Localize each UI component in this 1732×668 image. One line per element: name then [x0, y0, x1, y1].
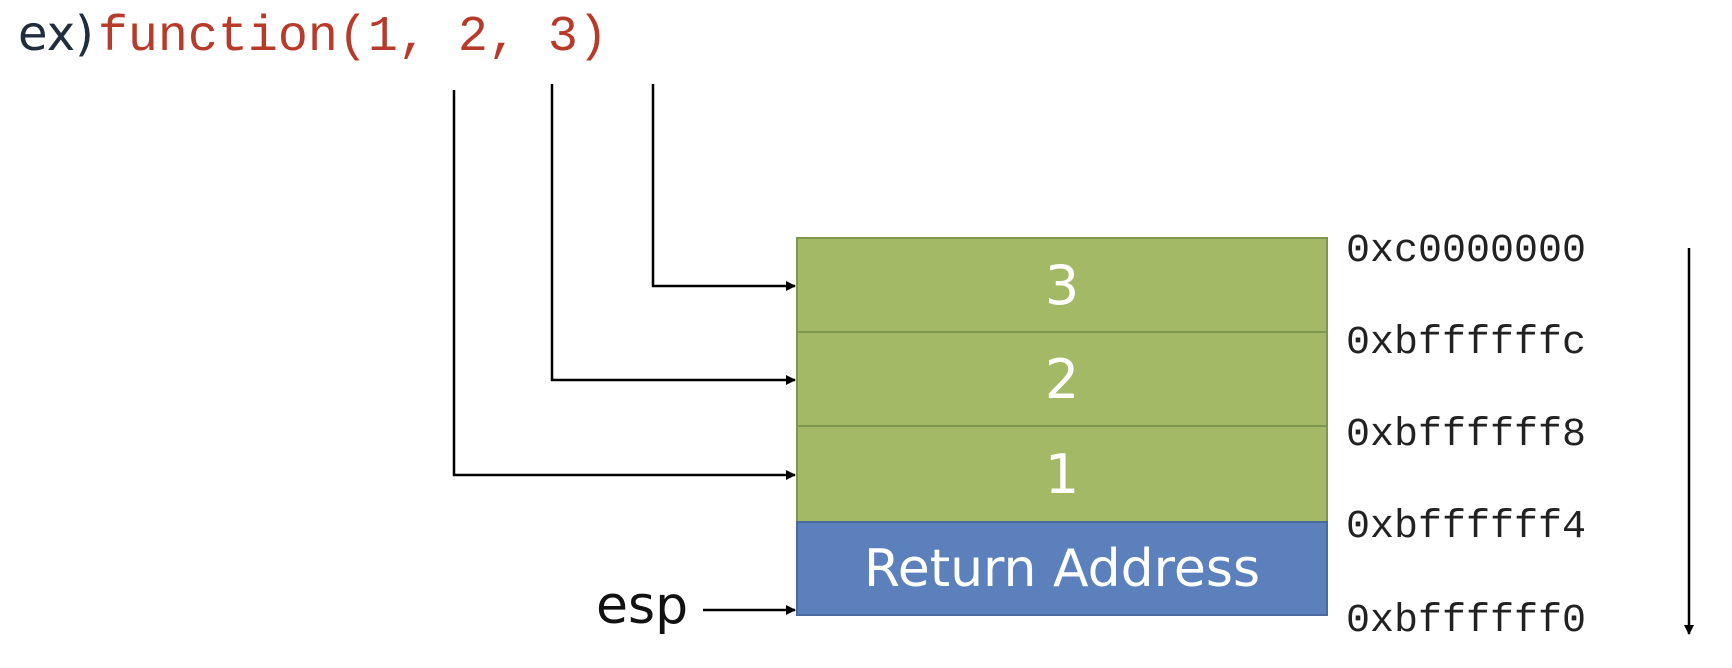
address-label: 0xbffffff4	[1346, 505, 1587, 550]
stack-cell-return-address: Return Address	[796, 521, 1328, 616]
arrow-arg-3	[651, 84, 796, 291]
address-label: 0xbffffffc	[1346, 321, 1587, 366]
address-label: 0xbffffff8	[1346, 413, 1587, 458]
example-caption: ex) function(1, 2, 3)	[18, 4, 608, 66]
stack-cell-arg-1: 1	[796, 425, 1328, 523]
address-label: 0xbffffff0	[1346, 599, 1587, 644]
function-call-code: function(1, 2, 3)	[97, 9, 608, 66]
address-label: 0xc0000000	[1346, 229, 1587, 274]
arrow-arg-1	[452, 90, 796, 480]
example-prefix: ex)	[18, 6, 94, 62]
arrow-arg-2	[550, 84, 796, 385]
esp-label: esp	[596, 576, 689, 636]
stack-cell-arg-2: 2	[796, 331, 1328, 427]
stack-cell-arg-3: 3	[796, 237, 1328, 333]
